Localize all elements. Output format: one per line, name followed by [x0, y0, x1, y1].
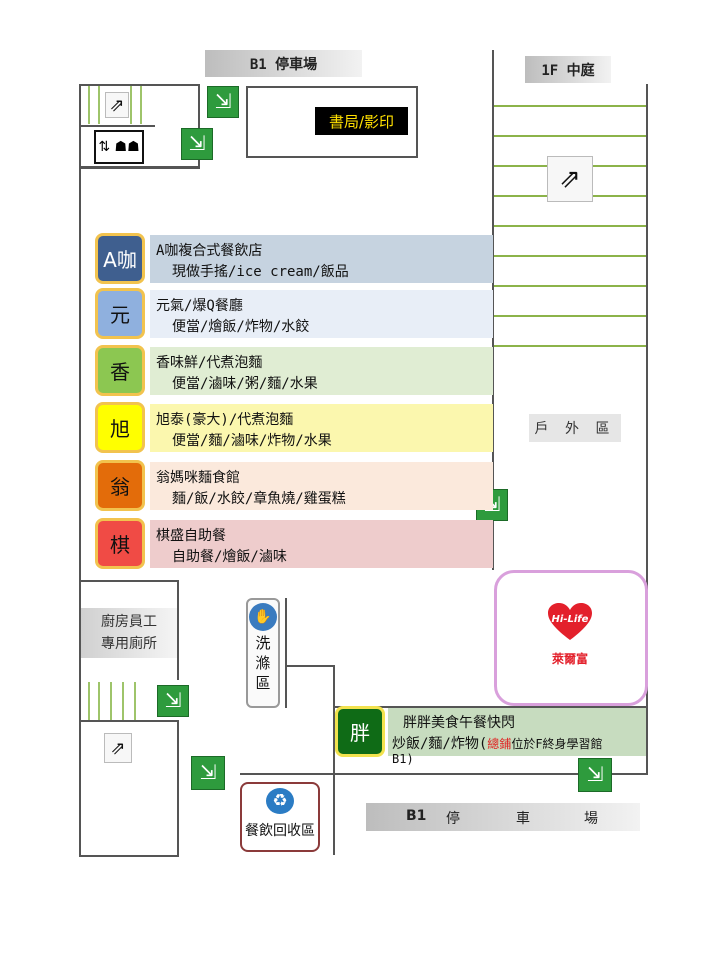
exit-sign-icon: ⇲	[181, 128, 213, 160]
courtyard-stripe	[494, 345, 646, 347]
wash-char-1: 洗	[255, 634, 271, 652]
pangpang-line2-red: 總鋪	[487, 737, 512, 751]
exit-sign-icon: ⇲	[191, 756, 225, 790]
store-menu: 現做手搖/ice cream/飯品	[172, 264, 349, 280]
store-band[interactable]: 旭泰(豪大)/代煮泡麵便當/麵/滷味/炸物/水果	[150, 404, 493, 452]
courtyard-label: 1F 中庭	[525, 56, 611, 83]
left-room-wall-2	[177, 580, 179, 680]
store-badge[interactable]: 旭	[95, 402, 145, 453]
pangpang-line2-prefix: 炒飯/麵/炸物(	[392, 736, 488, 752]
hilife-name: 萊爾富	[551, 652, 588, 666]
store-menu: 便當/滷味/粥/麵/水果	[172, 376, 318, 392]
store-badge[interactable]: 翁	[95, 460, 145, 511]
elevator-divider	[79, 125, 155, 127]
left-room-wall-4	[177, 720, 179, 855]
pangpang-line1: 胖胖美食午餐快閃	[403, 715, 515, 731]
store-band[interactable]: 香味鮮/代煮泡麵便當/滷味/粥/麵/水果	[150, 347, 493, 395]
outdoor-label: 戶 外 區	[529, 414, 621, 442]
left-room-wall-3	[79, 720, 179, 722]
hilife-logo-text: Hi-Life	[551, 614, 589, 625]
stair-line	[88, 86, 90, 124]
corridor-wall-1	[285, 598, 287, 708]
hand-wash-icon: ✋	[249, 603, 277, 631]
store-name: A咖複合式餐飲店	[156, 243, 263, 259]
store-menu: 便當/燴飯/炸物/水餃	[172, 319, 310, 335]
hilife-heart-icon	[546, 602, 594, 642]
stair-line	[134, 682, 136, 720]
exit-sign-icon: ⇲	[207, 86, 239, 118]
store-band[interactable]: A咖複合式餐飲店現做手搖/ice cream/飯品	[150, 235, 493, 283]
stair-line	[130, 86, 132, 124]
outer-wall-left	[79, 167, 81, 857]
stair-line	[140, 86, 142, 124]
bookstore-label: 書局/影印	[315, 107, 408, 135]
store-band[interactable]: 棋盛自助餐自助餐/燴飯/滷味	[150, 520, 493, 568]
stairs-icon: ⇗	[105, 92, 129, 118]
stairs-icon: ⇗	[104, 733, 132, 763]
elevator-icon: ⇅ ☗☗	[94, 130, 144, 164]
pangpang-badge[interactable]: 胖	[335, 706, 385, 757]
wash-char-3: 區	[255, 674, 271, 692]
wash-area-label: 洗 滌 區	[248, 633, 278, 693]
bottom-wall-right	[240, 773, 648, 775]
corridor-wall-2	[285, 665, 335, 667]
pangpang-band[interactable]	[388, 708, 646, 756]
right-wall	[646, 84, 648, 774]
store-name: 棋盛自助餐	[156, 528, 226, 544]
stair-line	[88, 682, 90, 720]
bookstore-room	[246, 86, 418, 158]
courtyard-stairs-icon: ⇗	[547, 156, 593, 202]
b1-bottom-part1: B1	[406, 808, 427, 824]
courtyard-stripe	[494, 285, 646, 287]
store-badge[interactable]: 棋	[95, 518, 145, 569]
store-badge[interactable]: 香	[95, 345, 145, 396]
left-room-wall	[79, 580, 179, 582]
pangpang-line3: B1)	[392, 752, 414, 766]
courtyard-wall-vertical	[492, 50, 494, 570]
b1-bottom-part4: 場	[584, 811, 598, 827]
store-name: 香味鮮/代煮泡麵	[156, 355, 263, 371]
courtyard-stripe	[494, 105, 646, 107]
b1-bottom-part3: 車	[516, 811, 530, 827]
courtyard-stripe	[494, 135, 646, 137]
heart-svg	[548, 603, 592, 640]
pangpang-line2-suffix: 位於F終身學習館	[511, 737, 603, 751]
store-menu: 麵/飯/水餃/章魚燒/雞蛋糕	[172, 491, 346, 507]
recycle-label: 餐飲回收區	[245, 823, 315, 839]
pangpang-line2: 炒飯/麵/炸物(總鋪位於F終身學習館	[392, 733, 603, 753]
store-menu: 便當/麵/滷味/炸物/水果	[172, 433, 332, 449]
store-name: 翁媽咪麵食館	[156, 470, 240, 486]
courtyard-stripe	[494, 225, 646, 227]
stair-line	[110, 682, 112, 720]
exit-sign-icon: ⇲	[578, 758, 612, 792]
kitchen-toilet-line1: 廚房員工	[101, 614, 157, 630]
wash-char-2: 滌	[255, 654, 271, 672]
courtyard-stripe	[494, 315, 646, 317]
store-menu: 自助餐/燴飯/滷味	[172, 549, 287, 565]
b1-bottom-part2: 停	[446, 811, 460, 827]
left-bottom-wall	[79, 855, 179, 857]
b1-parking-top-label: B1 停車場	[205, 50, 362, 77]
exit-sign-icon: ⇲	[157, 685, 189, 717]
stair-line	[98, 86, 100, 124]
store-name: 元氣/爆Q餐廳	[156, 298, 243, 314]
outer-wall-top	[79, 167, 200, 169]
kitchen-toilet-label: 廚房員工 專用廁所	[81, 608, 177, 658]
kitchen-toilet-line2: 專用廁所	[101, 636, 157, 652]
store-band[interactable]: 翁媽咪麵食館麵/飯/水餃/章魚燒/雞蛋糕	[150, 462, 493, 510]
stair-line	[122, 682, 124, 720]
corridor-wall-3	[333, 665, 335, 855]
store-band[interactable]: 元氣/爆Q餐廳便當/燴飯/炸物/水餃	[150, 290, 493, 338]
store-badge[interactable]: 元	[95, 288, 145, 339]
stair-line	[98, 682, 100, 720]
courtyard-stripe	[494, 255, 646, 257]
pangpang-wall	[335, 706, 646, 708]
store-name: 旭泰(豪大)/代煮泡麵	[156, 412, 294, 428]
recycle-icon: ♻	[266, 788, 294, 814]
b1-parking-bottom-label: B1 停 車 場	[366, 803, 640, 831]
store-badge[interactable]: A咖	[95, 233, 145, 284]
